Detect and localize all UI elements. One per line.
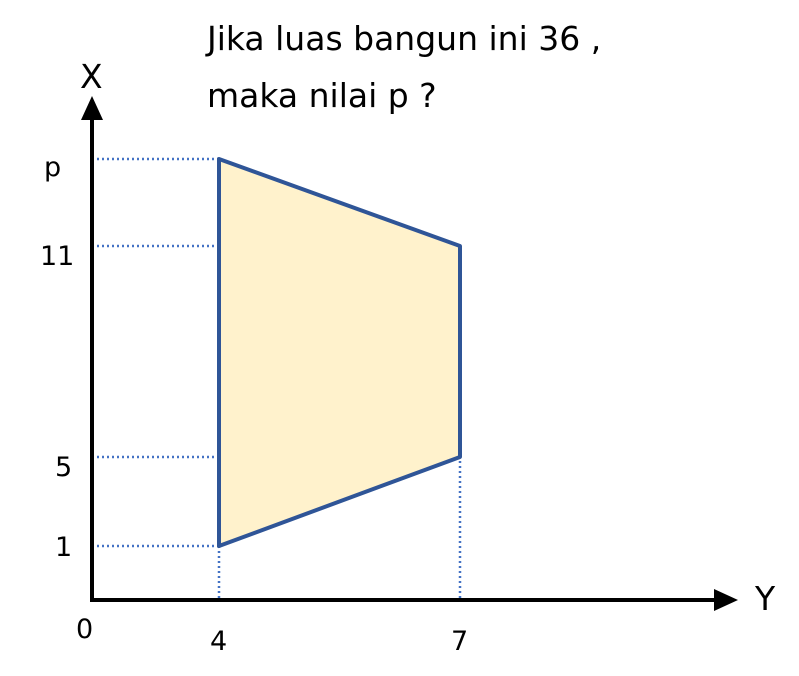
trapezoid-shape bbox=[217, 157, 462, 548]
horizontal-axis-label: Y bbox=[754, 579, 776, 618]
tick-label-11: 11 bbox=[40, 241, 74, 272]
tick-label-1: 1 bbox=[55, 532, 72, 563]
origin-label: 0 bbox=[76, 614, 93, 645]
tick-label-5: 5 bbox=[55, 452, 72, 483]
vertical-axis-label: X bbox=[80, 57, 103, 96]
vertical-axis-arrow bbox=[81, 96, 103, 120]
tick-label-4: 4 bbox=[210, 626, 227, 657]
horizontal-axis-arrow bbox=[714, 589, 738, 611]
tick-label-p: p bbox=[44, 152, 61, 183]
question-line-2: maka nilai p ? bbox=[207, 76, 437, 115]
tick-label-7: 7 bbox=[451, 626, 468, 657]
question-line-1: Jika luas bangun ini 36 , bbox=[207, 19, 602, 58]
axes bbox=[81, 96, 738, 611]
